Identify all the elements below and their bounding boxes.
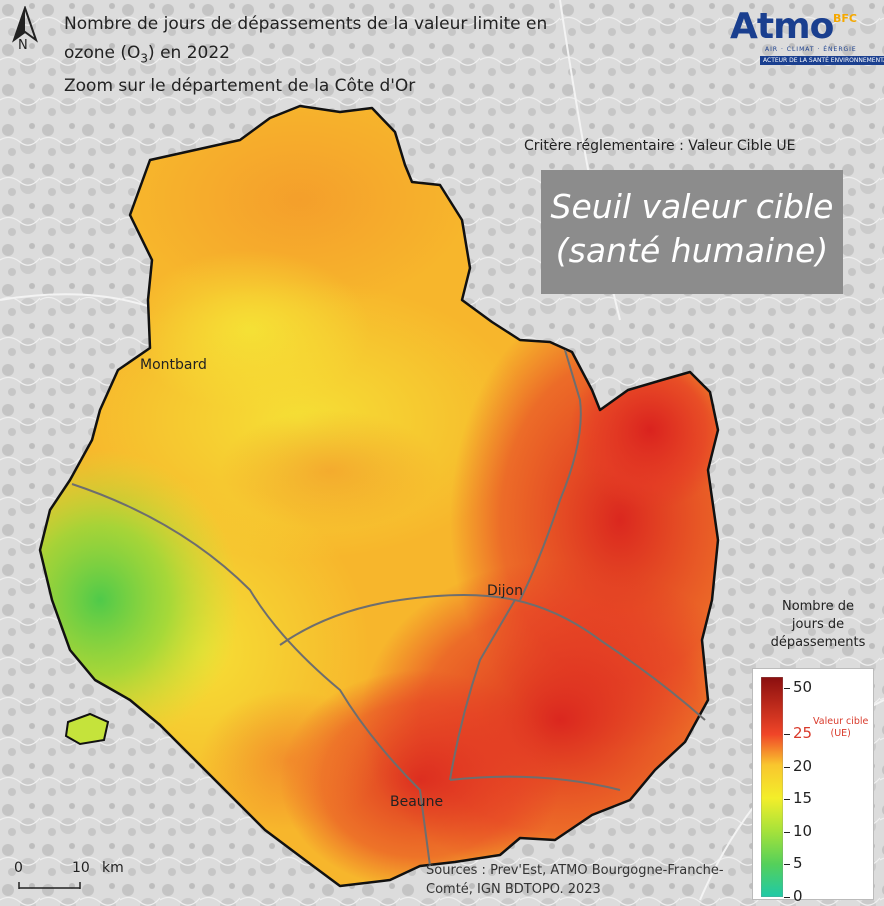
logo-superscript: BFC	[833, 12, 857, 25]
logo-banner: ACTEUR DE LA SANTÉ ENVIRONNEMENTALE	[760, 56, 884, 65]
legend-color-ramp	[761, 677, 783, 897]
legend-tick-label: 50	[793, 678, 813, 697]
legend-tick-mark	[784, 799, 790, 801]
legend-tick-mark	[784, 831, 790, 833]
legend-tick-mark	[784, 897, 790, 898]
legend-tick-label: 15	[793, 789, 813, 808]
city-montbard: Montbard	[140, 357, 207, 373]
scale-bar: 0 10 km	[14, 860, 124, 898]
legend-tick-mark	[784, 864, 790, 866]
city-dijon: Dijon	[487, 583, 523, 599]
enclave-polygon	[64, 712, 110, 746]
legend-highlight-label: Valeur cible (UE)	[813, 716, 869, 740]
sources-text: Sources : Prev'Est, ATMO Bourgogne-Franc…	[426, 863, 724, 897]
logo-tagline: AIR · CLIMAT · ÉNERGIE	[765, 46, 857, 53]
criterion-text: Critère réglementaire : Valeur Cible UE	[524, 138, 796, 154]
highways	[71, 349, 706, 867]
legend-tick-mark	[784, 688, 790, 690]
department-outline	[38, 104, 720, 888]
north-arrow-icon	[12, 6, 38, 43]
legend-tick-label: 5	[793, 854, 803, 873]
scale-start: 0	[14, 860, 23, 876]
map-title-line3: Zoom sur le département de la Côte d'Or	[64, 76, 416, 96]
threshold-box: Seuil valeur cible (santé humaine)	[541, 170, 843, 294]
legend-tick-mark	[784, 734, 790, 736]
legend-tick-label: 25	[793, 724, 813, 743]
threshold-line1: Seuil valeur cible	[550, 187, 834, 226]
legend-tick-label: 0	[793, 887, 803, 905]
map-title-line2: ozone (O3) en 2022	[64, 43, 230, 66]
atmo-logo: Atmo BFC AIR · CLIMAT · ÉNERGIE ACTEUR D…	[730, 6, 884, 72]
legend-title: Nombre de jours de dépassements	[770, 599, 866, 650]
city-beaune: Beaune	[390, 794, 444, 810]
scale-end: 10	[72, 860, 90, 876]
map-title-line1: Nombre de jours de dépassements de la va…	[64, 14, 548, 34]
legend-tick-mark	[784, 766, 790, 768]
threshold-line2: (santé humaine)	[555, 231, 829, 270]
logo-name: Atmo	[730, 6, 834, 47]
scale-unit: km	[102, 860, 124, 876]
legend-tick-label: 20	[793, 756, 813, 775]
north-label: N	[18, 38, 28, 53]
legend-tick-label: 10	[793, 821, 813, 840]
